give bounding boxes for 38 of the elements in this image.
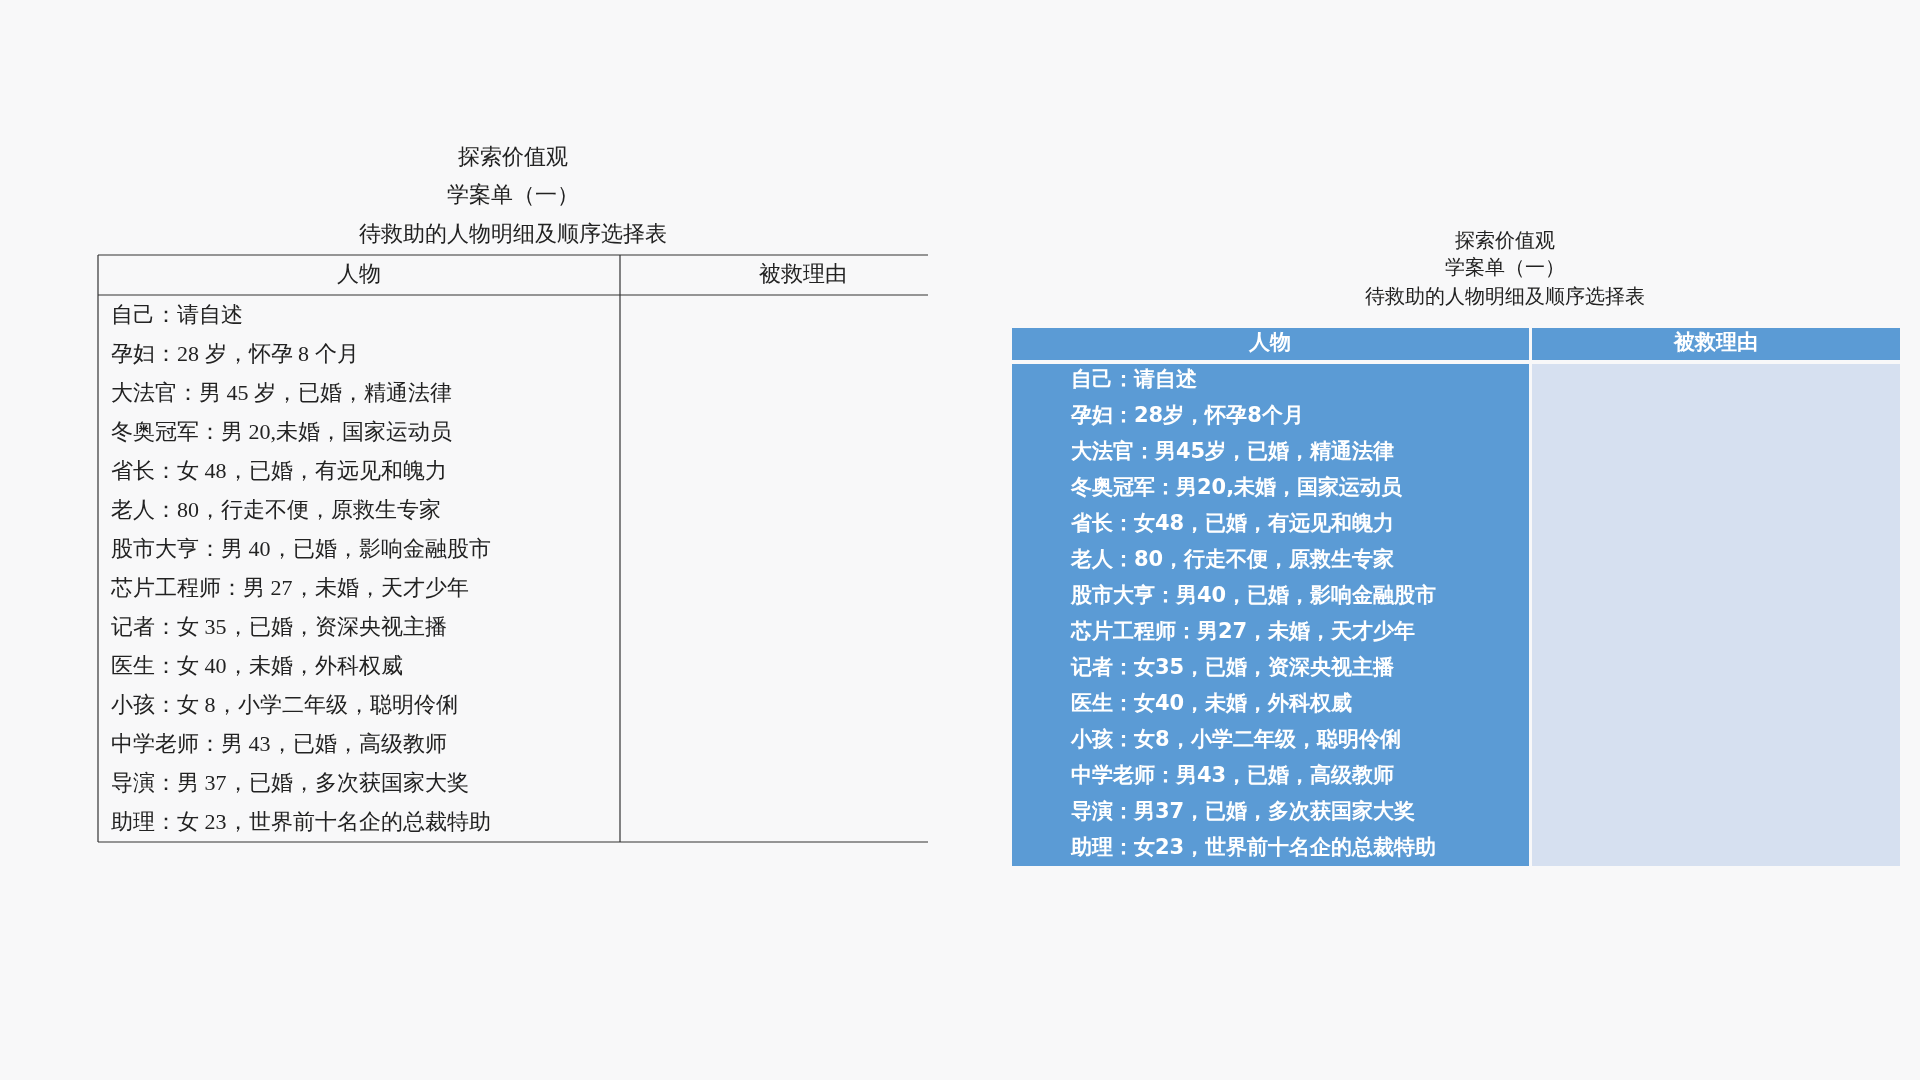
table-title: 探索价值观 [1455, 228, 1555, 252]
column-header: 被救理由 [1674, 330, 1758, 356]
table-cell-text: 自己：请自述 [1071, 367, 1197, 393]
table-cell-text: 助理：女 23，世界前十名企的总裁特助 [111, 809, 491, 836]
table-cell-text: 大法官：男45岁，已婚，精通法律 [1071, 439, 1395, 465]
table-cell-text: 大法官：男 45 岁，已婚，精通法律 [111, 380, 452, 407]
table-title: 待救助的人物明细及顺序选择表 [1365, 284, 1645, 308]
table-cell-text: 医生：女 40，未婚，外科权威 [111, 653, 403, 680]
table-title: 探索价值观 [458, 144, 568, 171]
table-title: 学案单（一） [1445, 255, 1565, 279]
table-cell-text: 助理：女23，世界前十名企的总裁特助 [1071, 835, 1437, 861]
table-cell-text: 股市大亨：男40，已婚，影响金融股市 [1071, 583, 1437, 609]
table-cell-text: 医生：女40，未婚，外科权威 [1071, 691, 1353, 717]
table-cell-text: 老人：80，行走不便，原救生专家 [1071, 547, 1395, 573]
table-cell-text: 省长：女48，已婚，有远见和魄力 [1071, 511, 1395, 537]
table-cell-text: 芯片工程师：男 27，未婚，天才少年 [111, 575, 469, 602]
column-header: 人物 [337, 261, 381, 288]
column-header: 被救理由 [759, 261, 847, 288]
table-cell-text: 省长：女 48，已婚，有远见和魄力 [111, 458, 447, 485]
table-cell-text: 中学老师：男 43，已婚，高级教师 [111, 731, 447, 758]
table-title: 学案单（一） [447, 182, 579, 209]
table-cell-text: 小孩：女8，小学二年级，聪明伶俐 [1071, 727, 1401, 753]
table-cell-text: 老人：80，行走不便，原救生专家 [111, 497, 441, 524]
table-cell-text: 冬奥冠军：男20,未婚，国家运动员 [1071, 475, 1403, 501]
table-cell-text: 小孩：女 8，小学二年级，聪明伶俐 [111, 692, 458, 719]
table-cell-text: 自己：请自述 [111, 302, 243, 329]
table-cell-text: 股市大亨：男 40，已婚，影响金融股市 [111, 536, 491, 563]
table-cell-text: 孕妇：28 岁，怀孕 8 个月 [111, 341, 359, 368]
column-header: 人物 [1249, 330, 1291, 356]
table-cell-text: 导演：男 37，已婚，多次获国家大奖 [111, 770, 469, 797]
table-cell-text: 中学老师：男43，已婚，高级教师 [1071, 763, 1395, 789]
table-cell-text: 记者：女35，已婚，资深央视主播 [1071, 655, 1395, 681]
table-cell-text: 记者：女 35，已婚，资深央视主播 [111, 614, 447, 641]
table-cell-text: 导演：男37，已婚，多次获国家大奖 [1071, 799, 1416, 825]
table-cell-text: 芯片工程师：男27，未婚，天才少年 [1071, 619, 1416, 645]
table-title: 待救助的人物明细及顺序选择表 [359, 221, 667, 248]
table-cell-text: 孕妇：28岁，怀孕8个月 [1071, 403, 1304, 429]
table-cell-text: 冬奥冠军：男 20,未婚，国家运动员 [111, 419, 452, 446]
